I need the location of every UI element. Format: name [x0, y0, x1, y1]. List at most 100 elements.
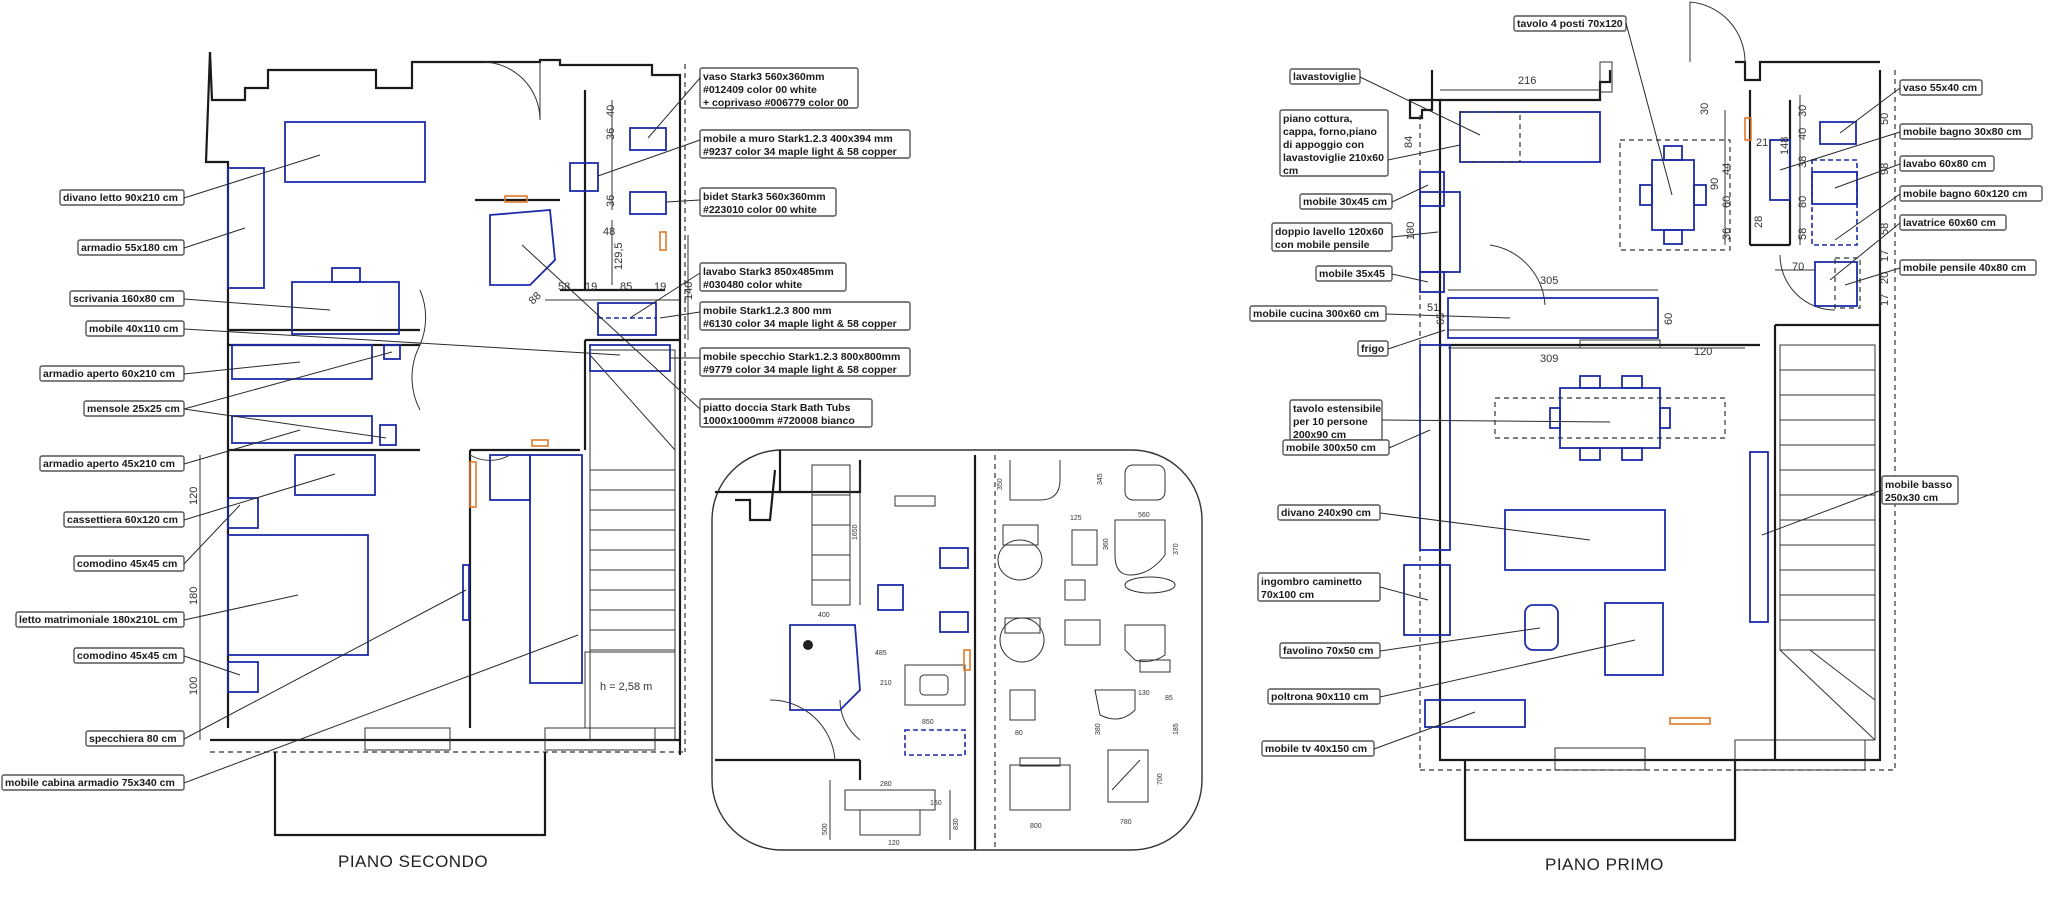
- svg-text:560: 560: [1138, 512, 1150, 519]
- svg-text:28: 28: [1753, 216, 1765, 228]
- primo-tavolo-4-posti: [1651, 159, 1695, 231]
- svg-text:216: 216: [1518, 75, 1536, 87]
- svg-text:185: 185: [1173, 723, 1180, 735]
- svg-text:380: 380: [1095, 723, 1102, 735]
- label-mobile-tv: mobile tv 40x150 cm: [1261, 740, 1375, 757]
- label-lavabo-60x80: lavabo 60x80 cm: [1899, 155, 1995, 172]
- secondo-height-note: h = 2,58 m: [600, 681, 652, 693]
- svg-text:mobile pensile 40x80 cm: mobile pensile 40x80 cm: [1903, 262, 2026, 274]
- secondo-door-entrance: [481, 61, 541, 121]
- secondo-cassettiera: [294, 454, 376, 496]
- label-mobile-bagno-30x80: mobile bagno 30x80 cm: [1899, 123, 2033, 140]
- svg-text:150: 150: [930, 800, 942, 807]
- detail-frame: [711, 449, 1203, 851]
- svg-text:20: 20: [1879, 272, 1891, 284]
- svg-text:cassettiera 60x120 cm: cassettiera 60x120 cm: [67, 514, 178, 526]
- svg-text:19: 19: [585, 281, 597, 293]
- svg-text:scrivania 160x80 cm: scrivania 160x80 cm: [73, 293, 175, 305]
- secondo-vaso: [629, 127, 667, 151]
- label-mobile-35x45: mobile 35x45: [1315, 265, 1393, 282]
- label-mobile-cabina-armadio: mobile cabina armadio 75x340 cm: [1, 774, 185, 791]
- detail-mirror: [1107, 749, 1149, 803]
- svg-text:21: 21: [1756, 137, 1768, 149]
- primo-dimensions: 216 84 180 65 51 305 60 309 120 30 90 44…: [1403, 75, 1891, 365]
- svg-text:780: 780: [1120, 819, 1132, 826]
- primo-poltrona: [1604, 602, 1664, 676]
- svg-text:180: 180: [1405, 222, 1417, 240]
- svg-text:armadio 55x180 cm: armadio 55x180 cm: [81, 242, 178, 254]
- svg-text:120: 120: [888, 840, 900, 847]
- label-letto-matrimoniale: letto matrimoniale 180x210L cm: [15, 611, 185, 628]
- svg-text:mobile cucina 300x60 cm: mobile cucina 300x60 cm: [1253, 308, 1379, 320]
- svg-text:98: 98: [1879, 163, 1891, 175]
- svg-text:tavolo estensibile: tavolo estensibile: [1293, 403, 1381, 415]
- label-tavolo-estensibile: tavolo estensibile per 10 persone 200x90…: [1289, 399, 1383, 441]
- label-mobile-a-muro: mobile a muro Stark1.2.3 400x394 mm #923…: [699, 129, 911, 159]
- svg-text:mobile 30x45 cm: mobile 30x45 cm: [1303, 196, 1387, 208]
- detail-vanity-3d: [1009, 764, 1071, 811]
- primo-lavabo: [1811, 171, 1858, 205]
- label-mobile-basso: mobile basso 250x30 cm: [1881, 475, 1959, 505]
- label-comodino-1: comodino 45x45 cm: [73, 555, 185, 572]
- secondo-mensole: [379, 424, 397, 446]
- primo-door-entrance: [1689, 1, 1746, 63]
- svg-text:mobile Stark1.2.3 800 mm: mobile Stark1.2.3 800 mm: [703, 305, 831, 317]
- secondo-outer-wall-top: [208, 51, 682, 755]
- label-specchiera: specchiera 80 cm: [85, 730, 185, 747]
- primo-tavolo-estensibile: [1559, 387, 1661, 449]
- svg-text:84: 84: [1403, 136, 1415, 148]
- detail-wc-side: [1009, 460, 1061, 501]
- svg-text:17: 17: [1879, 294, 1891, 306]
- svg-text:850: 850: [922, 719, 934, 726]
- svg-text:19: 19: [654, 281, 666, 293]
- label-mobile-30x45: mobile 30x45 cm: [1299, 193, 1393, 210]
- svg-text:44: 44: [1721, 163, 1733, 175]
- primo-divano: [1504, 509, 1666, 571]
- label-vaso-stark3: vaso Stark3 560x360mm #012409 color 00 w…: [699, 67, 859, 109]
- svg-text:280: 280: [880, 781, 892, 788]
- svg-text:36: 36: [1721, 228, 1733, 240]
- detail-shower-tray: [789, 624, 861, 711]
- svg-text:armadio aperto 60x210 cm: armadio aperto 60x210 cm: [43, 368, 175, 380]
- primo-labels-right: vaso 55x40 cm mobile bagno 30x80 cm lava…: [1761, 79, 2043, 536]
- svg-text:frigo: frigo: [1361, 343, 1384, 355]
- svg-text:88: 88: [527, 290, 544, 307]
- label-frigo: frigo: [1357, 340, 1389, 357]
- svg-text:bidet Stark3 560x360mm: bidet Stark3 560x360mm: [703, 191, 826, 203]
- secondo-armadio-55x180: [227, 167, 265, 289]
- secondo-labels-right: vaso Stark3 560x360mm #012409 color 00 w…: [521, 67, 911, 428]
- svg-text:58: 58: [1879, 223, 1891, 235]
- svg-text:1000x1000mm #720008 bianco: 1000x1000mm #720008 bianco: [703, 415, 855, 427]
- svg-text:80: 80: [1797, 196, 1809, 208]
- secondo-comodino-2: [227, 661, 259, 693]
- svg-text:48: 48: [603, 226, 615, 238]
- svg-text:309: 309: [1540, 353, 1558, 365]
- svg-text:85: 85: [1165, 695, 1173, 702]
- label-doppio-lavello: doppio lavello 120x60 con mobile pensile: [1271, 222, 1393, 252]
- label-lavabo-stark3: lavabo Stark3 850x485mm #030480 color wh…: [699, 262, 847, 292]
- svg-text:ingombro caminetto: ingombro caminetto: [1261, 576, 1362, 588]
- secondo-mobile-a-muro: [569, 162, 599, 192]
- svg-text:210: 210: [880, 680, 892, 687]
- svg-text:mobile basso: mobile basso: [1885, 479, 1952, 491]
- primo-lavatrice: [1814, 261, 1858, 307]
- primo-lavastoviglie: [1459, 111, 1601, 163]
- label-mobile-stark: mobile Stark1.2.3 800 mm #6130 color 34 …: [699, 301, 911, 331]
- svg-text:360: 360: [1103, 538, 1110, 550]
- label-piano-cottura: piano cottura, cappa, forno,piano di app…: [1279, 109, 1389, 177]
- svg-text:armadio aperto 45x210 cm: armadio aperto 45x210 cm: [43, 458, 175, 470]
- primo-mobile-tv: [1424, 699, 1526, 728]
- svg-text:mobile bagno 30x80 cm: mobile bagno 30x80 cm: [1903, 126, 2021, 138]
- svg-text:65: 65: [1435, 313, 1447, 325]
- label-tavolo-4-posti: tavolo 4 posti 70x120: [1513, 15, 1627, 32]
- svg-text:30: 30: [1699, 103, 1711, 115]
- svg-text:#223010 color 00 white: #223010 color 00 white: [703, 204, 817, 216]
- svg-text:130: 130: [1138, 690, 1150, 697]
- secondo-mobile-specchio: [589, 344, 671, 372]
- plan-secondo: h = 2,58 m: [199, 51, 689, 837]
- label-mensole: mensole 25x25 cm: [83, 400, 185, 417]
- svg-text:90: 90: [1709, 178, 1721, 190]
- svg-text:100: 100: [188, 677, 200, 695]
- title-piano-primo: PIANO PRIMO: [1545, 855, 1664, 874]
- secondo-mobile-40x110: [383, 344, 401, 360]
